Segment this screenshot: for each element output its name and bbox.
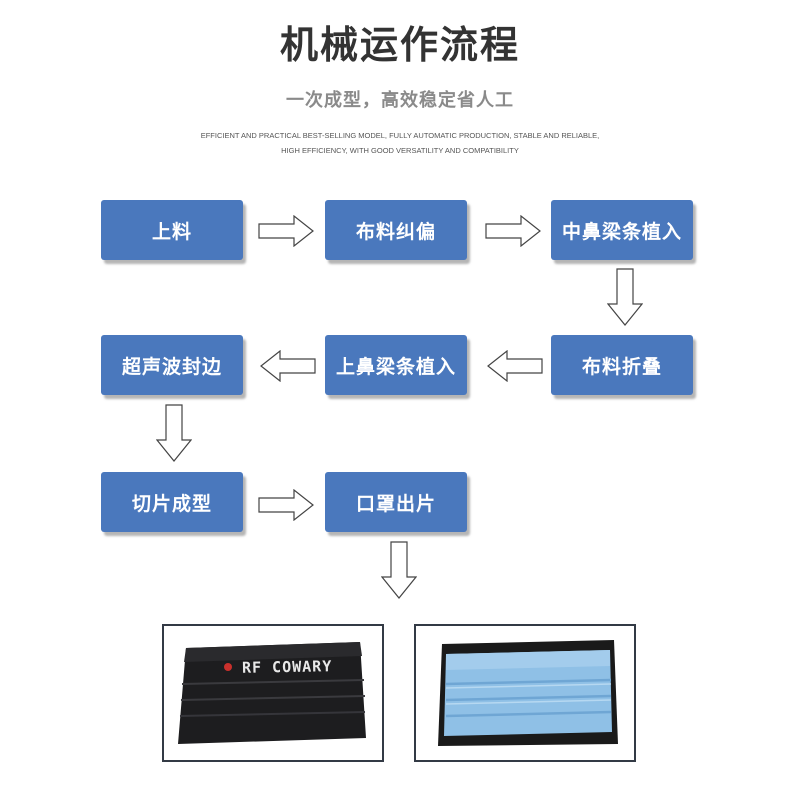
page-subtitle: 一次成型，高效稳定省人工	[286, 90, 514, 111]
step-fabric-correction: 布料纠偏	[325, 200, 467, 260]
blue-mask-image	[416, 626, 634, 760]
step-middle-nose-wire: 中鼻梁条植入	[551, 200, 693, 260]
arrow-right-icon	[485, 215, 541, 247]
blue-mask-photo	[414, 624, 636, 762]
english-line-2: HIGH EFFICIENCY, WITH GOOD VERSATILITY A…	[281, 146, 519, 155]
step-mask-output: 口罩出片	[325, 472, 467, 532]
arrow-down-icon	[607, 268, 643, 326]
arrow-right-icon	[258, 489, 314, 521]
arrow-left-icon	[260, 350, 316, 382]
step-ultrasonic-sealing: 超声波封边	[101, 335, 243, 395]
english-line-1: EFFICIENT AND PRACTICAL BEST-SELLING MOD…	[200, 131, 600, 140]
arrow-left-icon	[487, 350, 543, 382]
black-mask-photo: RF COWARY	[162, 624, 384, 762]
step-fabric-folding: 布料折叠	[551, 335, 693, 395]
mask-print-text: RF COWARY	[241, 657, 333, 677]
black-mask-image	[164, 626, 382, 760]
step-cutting-forming: 切片成型	[101, 472, 243, 532]
step-upper-nose-wire: 上鼻梁条植入	[325, 335, 467, 395]
step-feeding: 上料	[101, 200, 243, 260]
page-title: 机械运作流程	[279, 23, 520, 67]
arrow-down-icon	[381, 541, 417, 599]
arrow-right-icon	[258, 215, 314, 247]
english-description: EFFICIENT AND PRACTICAL BEST-SELLING MOD…	[150, 128, 650, 158]
arrow-down-icon	[156, 404, 192, 462]
